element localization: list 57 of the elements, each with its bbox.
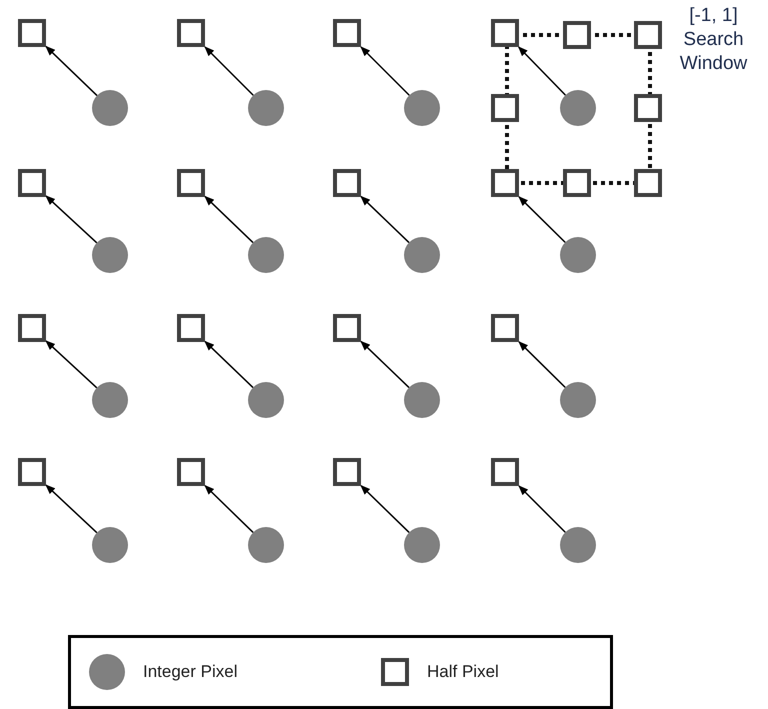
arrow — [518, 485, 566, 533]
half-pixel-square — [491, 314, 519, 342]
half-pixel-square — [634, 94, 662, 122]
arrow — [518, 46, 566, 96]
half-pixel-square — [18, 314, 46, 342]
arrow — [45, 484, 98, 534]
window-label: [-1, 1] Search Window — [678, 4, 748, 76]
integer-pixel-dot — [92, 527, 128, 563]
half-pixel-square — [18, 19, 46, 47]
integer-pixel-dot — [248, 90, 284, 126]
half-pixel-square — [491, 458, 519, 486]
half-pixel-square — [18, 169, 46, 197]
arrow — [204, 484, 254, 533]
integer-pixel-dot — [248, 237, 284, 273]
half-pixel-square — [634, 169, 662, 197]
half-pixel-square — [177, 458, 205, 486]
arrow — [45, 195, 98, 244]
half-pixel-square — [563, 21, 591, 49]
integer-pixel-dot — [560, 527, 596, 563]
integer-pixel-dot — [248, 382, 284, 418]
integer-pixel-dot — [92, 90, 128, 126]
half-pixel-square — [333, 458, 361, 486]
integer-pixel-dot — [248, 527, 284, 563]
integer-pixel-dot — [92, 237, 128, 273]
arrow — [45, 340, 98, 388]
half-pixel-square — [333, 314, 361, 342]
integer-pixel-dot — [560, 237, 596, 273]
half-pixel-square — [177, 169, 205, 197]
arrow — [518, 341, 566, 388]
half-pixel-square — [491, 94, 519, 122]
half-pixel-square — [491, 19, 519, 47]
arrow — [204, 196, 254, 244]
arrow — [518, 196, 566, 243]
integer-pixel-dot — [404, 382, 440, 418]
integer-pixel-dot — [404, 90, 440, 126]
half-pixel-square — [177, 19, 205, 47]
arrow — [204, 46, 254, 96]
legend-label: Integer Pixel — [143, 662, 238, 682]
integer-pixel-dot — [404, 237, 440, 273]
half-pixel-square — [18, 458, 46, 486]
integer-pixel-dot — [404, 527, 440, 563]
arrow — [360, 340, 410, 388]
legend-label: Half Pixel — [427, 662, 499, 682]
arrow — [45, 46, 98, 96]
integer-pixel-dot — [560, 90, 596, 126]
arrow — [360, 484, 410, 533]
arrow — [360, 196, 410, 244]
half-pixel-square — [634, 21, 662, 49]
arrow — [204, 340, 254, 388]
integer-pixel-dot — [92, 382, 128, 418]
half-pixel-square — [333, 169, 361, 197]
half-pixel-square — [491, 169, 519, 197]
integer-pixel-dot — [560, 382, 596, 418]
half-pixel-square — [563, 169, 591, 197]
half-pixel-square — [333, 19, 361, 47]
arrow — [360, 46, 410, 96]
half-pixel-square — [177, 314, 205, 342]
